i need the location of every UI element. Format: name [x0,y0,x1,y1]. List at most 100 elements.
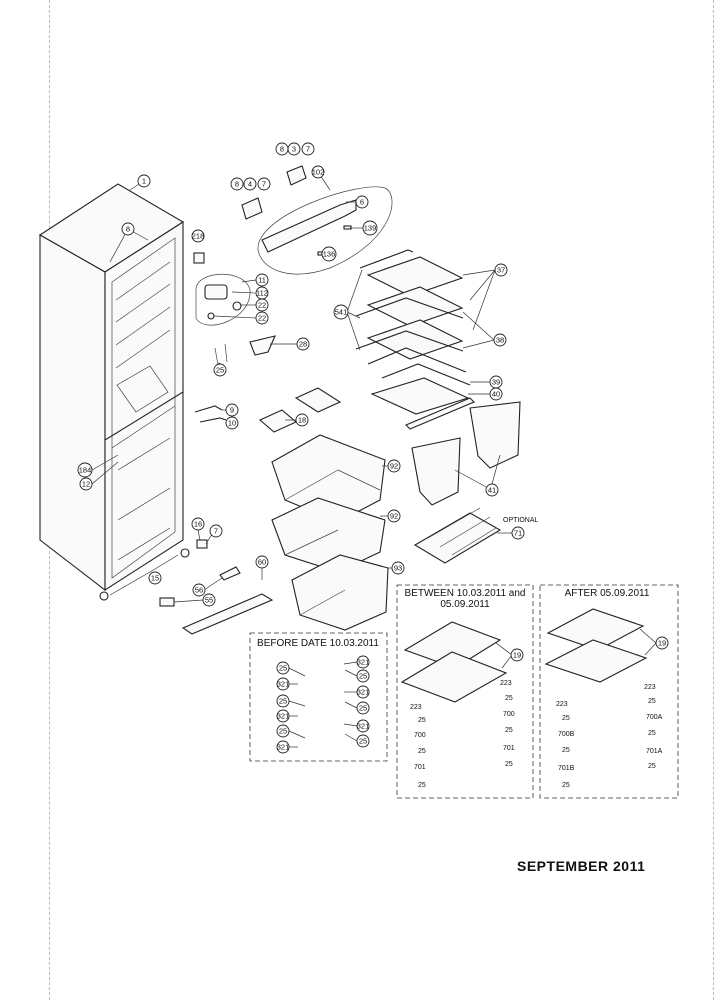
svg-text:9: 9 [230,406,234,415]
svg-text:321: 321 [357,722,370,731]
between-left-700: 700 [414,732,426,739]
svg-text:19: 19 [513,651,521,660]
control-unit [193,252,276,366]
callout-40: 40 [468,387,503,401]
callout-55: 55 [173,593,216,607]
svg-text:39: 39 [492,378,500,387]
callout-9: 9 [222,403,239,417]
svg-text:12: 12 [82,480,90,489]
svg-text:25: 25 [359,704,367,713]
svg-text:60: 60 [258,558,266,567]
between-right-701: 701 [503,745,515,752]
svg-text:71: 71 [514,529,522,538]
svg-text:25: 25 [359,737,367,746]
callout-3: 3 [287,142,301,156]
between-left-25a: 25 [418,717,426,724]
callout-7-mid: 7 [257,177,271,191]
svg-text:BEFORE DATE 10.03.2011: BEFORE DATE 10.03.2011 [257,638,379,649]
svg-text:7: 7 [214,527,218,536]
callout-15: 15 [109,554,179,596]
callout-22-b: 22 [213,311,269,325]
bottom-parts [159,539,274,635]
callouts: 1 8 8 3 7 102 8 4 7 6 218 139 136 37 541… [77,142,539,607]
svg-text:6: 6 [360,198,364,207]
svg-text:102: 102 [312,168,325,177]
fridge-cabinet [38,183,190,601]
callout-11: 11 [241,273,269,287]
callout-12: 12 [79,461,119,491]
between-box: BETWEEN 10.03.2011 and 05.09.2011 19 223… [396,584,534,799]
svg-text:541: 541 [335,308,348,317]
callout-8: 8 [109,222,149,263]
callout-56: 56 [192,577,223,597]
door-handle-group [257,186,393,275]
svg-text:218: 218 [192,232,205,241]
between-left-701: 701 [414,764,426,771]
freezer-drawers [271,434,389,631]
callout-4: 4 [243,177,257,191]
svg-text:22: 22 [258,301,266,310]
svg-text:15: 15 [151,574,159,583]
before-date-box: BEFORE DATE 10.03.2011 25 321 321 25 25 321… [249,632,388,762]
after-left-701b: 701B [558,765,575,772]
callout-8-mid: 8 [230,177,244,191]
callout-541: 541 [333,269,363,351]
callout-7-top: 7 [301,142,315,156]
svg-text:112: 112 [256,289,268,298]
svg-text:05.09.2011: 05.09.2011 [440,599,490,610]
egg-tray [413,507,502,564]
svg-text:19: 19 [658,639,666,648]
svg-text:139: 139 [364,224,377,233]
svg-text:BETWEEN 10.03.2011 and: BETWEEN 10.03.2011 and [405,588,526,599]
callout-102: 102 [311,165,331,191]
svg-text:8: 8 [126,225,130,234]
svg-text:16: 16 [194,520,202,529]
callout-1: 1 [129,174,151,191]
between-left-25c: 25 [418,782,426,789]
callout-6: 6 [346,195,369,209]
callout-10: 10 [225,416,239,430]
before-pair-5: 25 321 [276,719,370,739]
svg-text:AFTER 05.09.2011: AFTER 05.09.2011 [565,588,650,599]
between-left-25b: 25 [418,748,426,755]
after-left-700b: 700B [558,731,575,738]
between-right-25c: 25 [505,761,513,768]
optional-label: OPTIONAL [503,517,539,524]
callout-136: 136 [321,246,337,262]
top-hinge-assemblies [241,165,307,220]
svg-text:25: 25 [279,727,287,736]
svg-text:22: 22 [258,314,266,323]
svg-text:321: 321 [277,712,290,721]
svg-text:1: 1 [142,177,146,186]
callout-93: 93 [388,561,405,575]
svg-text:184: 184 [79,466,92,475]
callout-92-a: 92 [382,459,401,473]
after-right-701a: 701A [646,748,663,755]
scan-edge-right [713,0,715,1000]
glass-shelves [355,249,475,430]
callout-22-a: 22 [241,298,269,312]
svg-text:8: 8 [280,145,284,154]
before-pair-4: 321 25 [276,701,370,723]
svg-text:56: 56 [195,586,203,595]
callout-28: 28 [270,337,310,351]
after-right-25c: 25 [648,763,656,770]
svg-text:40: 40 [492,390,500,399]
svg-text:92: 92 [390,512,398,521]
callout-18: 18 [285,413,309,427]
svg-text:321: 321 [357,658,370,667]
svg-text:4: 4 [248,180,252,189]
svg-text:55: 55 [205,596,213,605]
svg-text:25: 25 [279,697,287,706]
after-box: AFTER 05.09.2011 19 223 25 700B 25 701B … [539,584,679,799]
svg-text:7: 7 [262,180,266,189]
callout-60: 60 [255,555,269,580]
svg-text:136: 136 [323,250,336,259]
callout-25: 25 [213,362,227,377]
after-left-25c: 25 [562,782,570,789]
svg-text:18: 18 [298,416,306,425]
